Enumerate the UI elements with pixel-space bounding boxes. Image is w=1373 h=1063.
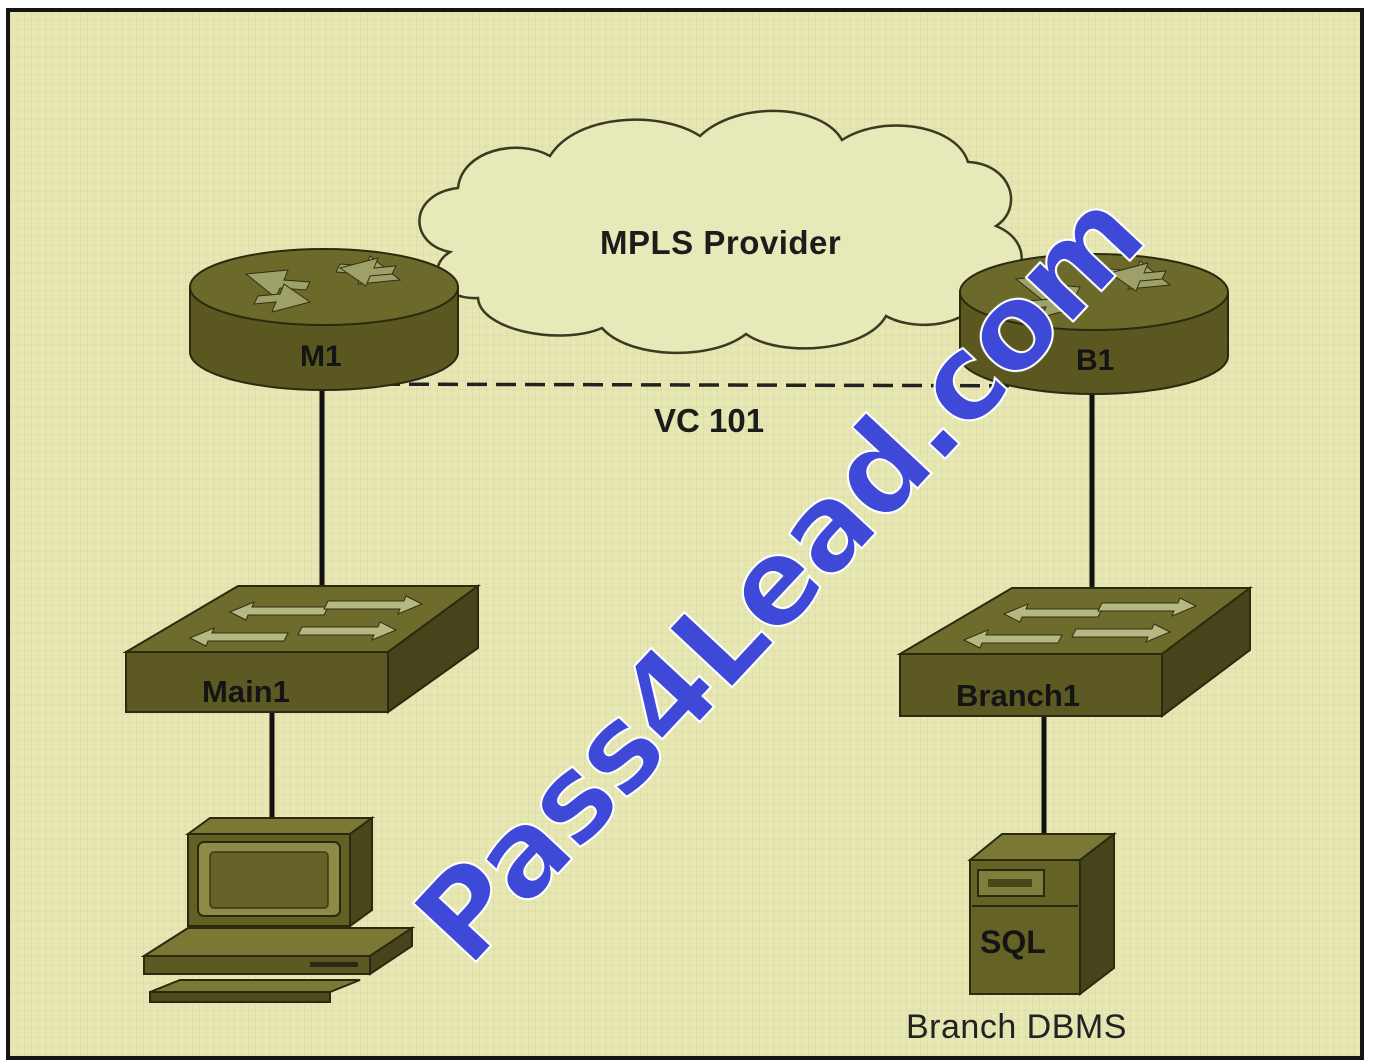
router-arrows-icon <box>1014 260 1172 318</box>
switch-arrows-icon <box>188 595 424 647</box>
router-b1 <box>959 253 1229 395</box>
switch-branch1-label: Branch1 <box>956 678 1081 713</box>
router-m1-label: M1 <box>300 340 342 373</box>
pc-icon <box>140 816 416 1003</box>
diagram-frame: MPLS Provider M1 B1 VC 101 Main1 Branch1… <box>6 8 1364 1060</box>
switch-main1-label: Main1 <box>202 674 290 709</box>
router-b1-label: B1 <box>1076 344 1115 377</box>
switch-main1 <box>122 584 482 714</box>
router-arrows-icon <box>244 255 402 313</box>
server-caption: Branch DBMS <box>906 1008 1127 1046</box>
mpls-cloud <box>418 109 1023 355</box>
server-icon <box>967 831 1117 997</box>
server-label: SQL <box>980 924 1046 960</box>
router-m1 <box>189 248 459 391</box>
cloud-label: MPLS Provider <box>600 224 842 261</box>
virtual-circuit-label: VC 101 <box>654 402 765 439</box>
switch-branch1 <box>896 586 1253 718</box>
network-diagram <box>122 109 1253 1003</box>
virtual-circuit-line <box>321 382 1093 388</box>
switch-arrows-icon <box>962 597 1198 649</box>
